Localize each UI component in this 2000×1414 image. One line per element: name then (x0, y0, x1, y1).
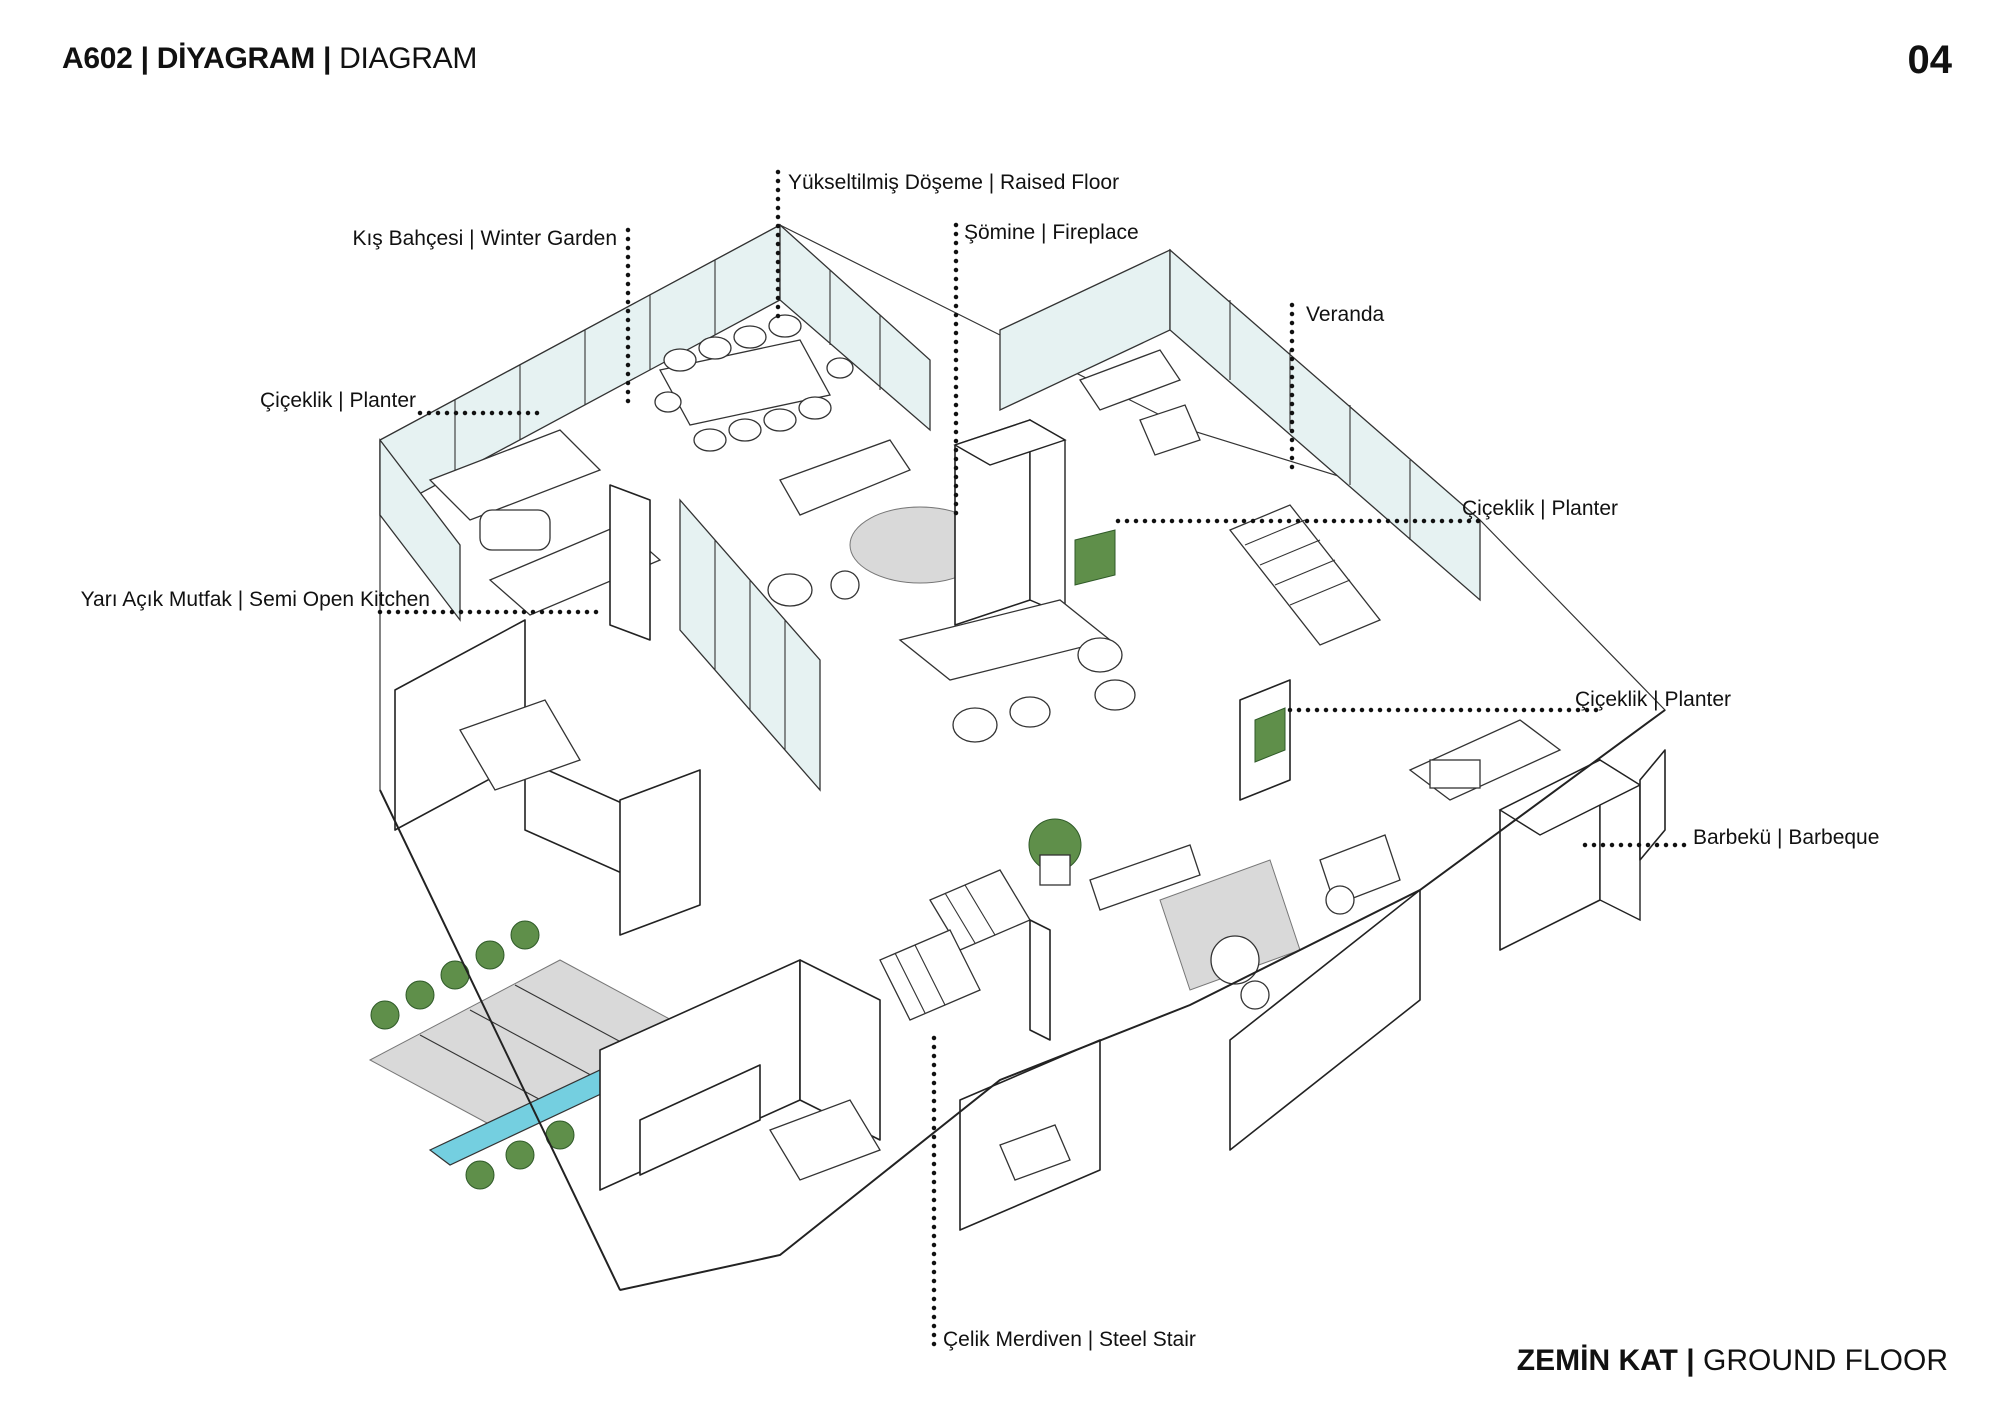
stair-tread (964, 884, 996, 936)
sink-counter (479, 509, 551, 551)
label-winter-garden: Kış Bahçesi | Winter Garden (352, 227, 617, 250)
callout-labels: Yükseltilmiş Döşeme | Raised Floor Kış B… (81, 171, 1880, 1351)
header-separator-1: | (140, 42, 149, 75)
desk-chair (1325, 885, 1355, 915)
lounge-chair (1094, 679, 1136, 711)
sun-deck (1228, 504, 1382, 646)
tile-joint (419, 1034, 551, 1106)
shrub (510, 920, 540, 950)
label-fireplace: Şömine | Fireplace (964, 221, 1139, 244)
kitchen-bench (428, 429, 602, 521)
label-barbeque: Barbekü | Barbeque (1693, 826, 1879, 849)
label-veranda: Veranda (1306, 303, 1385, 326)
washbasin (999, 1124, 1071, 1181)
dining-chair (663, 348, 697, 372)
floor-separator: | (1686, 1344, 1695, 1377)
label-steel-stair: Çelik Merdiven | Steel Stair (943, 1328, 1196, 1351)
side-table (830, 570, 860, 600)
palm-pot (1039, 854, 1071, 886)
living-chairs (952, 637, 1136, 743)
veranda-sofa (1079, 349, 1181, 411)
label-raised-floor: Yükseltilmiş Döşeme | Raised Floor (788, 171, 1119, 194)
label-planter-right-mid: Çiçeklik | Planter (1575, 688, 1731, 711)
kitchen-area (428, 429, 821, 792)
veranda-table (1139, 404, 1201, 456)
veranda-glass-right (1169, 248, 1481, 602)
planter-greenery (1074, 529, 1116, 586)
deck-slat (1274, 559, 1336, 586)
coffee-table (1210, 935, 1260, 985)
stair-tread (944, 892, 976, 944)
deck-slat (1259, 539, 1321, 566)
study-area (1028, 818, 1421, 1151)
shrub (505, 1140, 535, 1170)
bbq-grill (1429, 759, 1481, 789)
bath-wall-side (799, 959, 881, 1141)
page-number: 04 (1907, 38, 1953, 82)
floor-title: ZEMİN KAT | GROUND FLOOR (1517, 1344, 1948, 1378)
deck-slat (1244, 519, 1306, 546)
kitchen-partition (609, 484, 651, 641)
sheet-title-en: DIAGRAM (339, 42, 478, 75)
shrub (370, 1000, 400, 1030)
outer-wall-edge-left (379, 789, 621, 1291)
sofa (779, 439, 911, 516)
fireplace-column (898, 418, 1116, 681)
lounge-chair (952, 707, 998, 743)
callout-leaders (377, 169, 1691, 1348)
shrub (465, 1160, 495, 1190)
winter-garden-glass-left (379, 438, 461, 622)
sheet-header: A602 | DİYAGRAM | DIAGRAM (62, 42, 477, 76)
barbeque-area (1408, 719, 1666, 951)
dining-chair (798, 396, 832, 420)
dining-set (654, 314, 854, 452)
bbq-fence (1639, 749, 1666, 861)
stair-tread (914, 944, 946, 1006)
planter-column-greenery (1254, 707, 1286, 763)
label-semi-open-kitchen: Yarı Açık Mutfak | Semi Open Kitchen (81, 588, 430, 611)
lounge-chair (1077, 637, 1123, 673)
floor-name-tr: ZEMİN KAT (1516, 1344, 1678, 1377)
label-planter-right-top: Çiçeklik | Planter (1462, 497, 1618, 520)
dining-chair (698, 336, 732, 360)
deck-slat (1289, 579, 1351, 606)
dining-chair (763, 408, 797, 432)
label-planter-left: Çiçeklik | Planter (260, 389, 416, 412)
armchair (767, 573, 813, 607)
planter-column (1239, 679, 1291, 801)
dining-chair (768, 314, 802, 338)
bed (459, 699, 581, 791)
dining-chair (733, 325, 767, 349)
shrub (475, 940, 505, 970)
stair-tread (894, 952, 926, 1014)
dining-chair (654, 391, 682, 413)
side-table (1240, 980, 1270, 1010)
closet-wall (639, 1064, 761, 1176)
partition-wall (619, 769, 701, 936)
shrub (405, 980, 435, 1010)
sheet-title-tr: DİYAGRAM (156, 42, 315, 75)
floor-name-en: GROUND FLOOR (1702, 1344, 1948, 1377)
bath-rooms (599, 959, 1101, 1231)
study-wall-front (1229, 889, 1421, 1151)
left-rooms (394, 619, 701, 936)
lounge-chair (1009, 696, 1051, 728)
dining-chair (693, 428, 727, 452)
header-separator-2: | (322, 42, 332, 75)
fireplace-top (953, 419, 1067, 466)
dining-chair (826, 357, 854, 379)
dining-chair (728, 418, 762, 442)
outer-wall-edge (619, 709, 1666, 1291)
bathtub (769, 1099, 881, 1181)
stair-wall (1029, 919, 1051, 1041)
sheet-code: A602 (62, 42, 133, 75)
study-sofa (1089, 844, 1201, 911)
winter-garden-area (379, 223, 931, 622)
veranda-area (999, 248, 1481, 646)
steel-stair (879, 869, 1051, 1041)
